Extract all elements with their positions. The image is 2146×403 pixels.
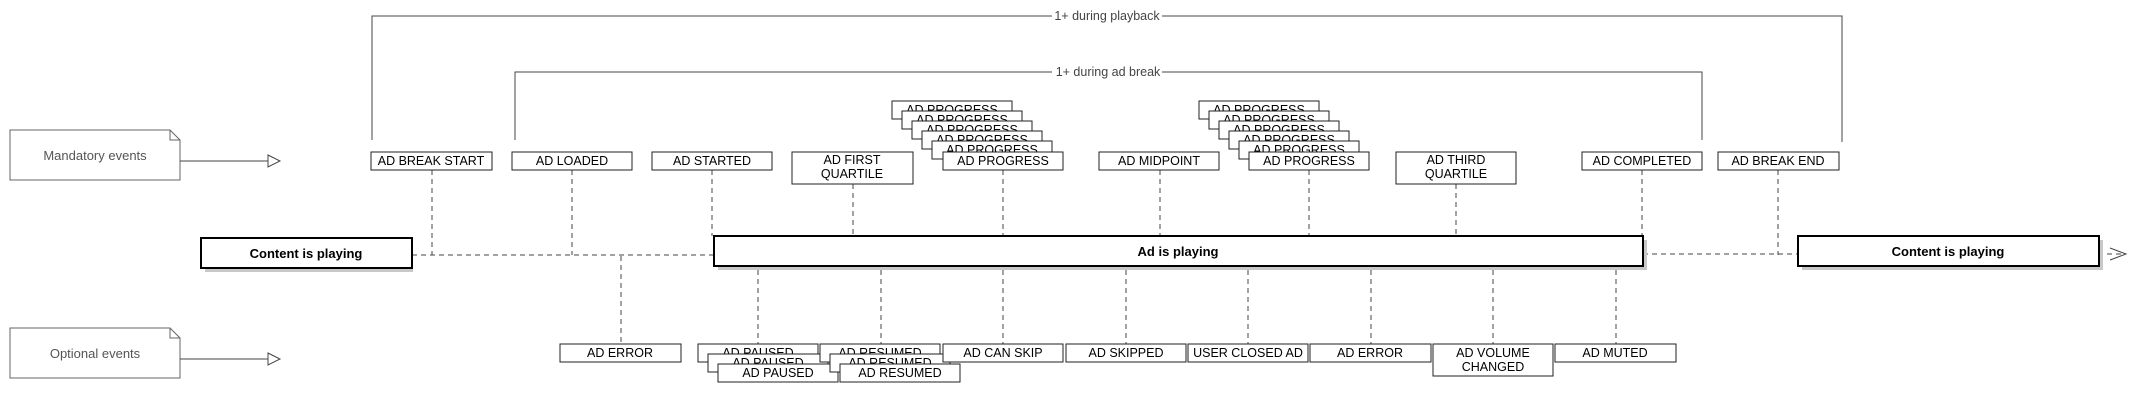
event-ad-third-quartile: AD THIRD QUARTILE bbox=[1395, 151, 1517, 185]
optional-events-note: Optional events bbox=[9, 327, 181, 379]
content-playing-label-left: Content is playing bbox=[250, 246, 363, 261]
event-ad-paused-stack: AD PAUSED AD PAUSED AD PAUSED bbox=[697, 343, 839, 383]
event-ad-error-1: AD ERROR bbox=[559, 343, 682, 363]
event-ad-break-start-label: AD BREAK START bbox=[378, 154, 485, 168]
event-ad-first-quartile-line1: AD FIRST bbox=[824, 153, 881, 167]
event-ad-third-quartile-line1: AD THIRD bbox=[1427, 153, 1486, 167]
event-ad-completed: AD COMPLETED bbox=[1581, 151, 1703, 171]
event-user-closed-ad: USER CLOSED AD bbox=[1187, 343, 1309, 363]
event-ad-break-end: AD BREAK END bbox=[1717, 151, 1840, 171]
mandatory-events-note: Mandatory events bbox=[9, 129, 181, 181]
event-ad-third-quartile-line2: QUARTILE bbox=[1425, 167, 1487, 181]
mandatory-events-label: Mandatory events bbox=[43, 148, 147, 163]
stack-label: AD PROGRESS bbox=[1263, 154, 1355, 168]
event-ad-break-end-label: AD BREAK END bbox=[1731, 154, 1824, 168]
event-user-closed-ad-label: USER CLOSED AD bbox=[1193, 346, 1303, 360]
event-ad-started-label: AD STARTED bbox=[673, 154, 751, 168]
stack-label: AD RESUMED bbox=[858, 366, 941, 380]
event-ad-break-start: AD BREAK START bbox=[370, 151, 493, 171]
mandatory-arrow bbox=[180, 154, 282, 168]
event-ad-midpoint: AD MIDPOINT bbox=[1098, 151, 1220, 171]
brace-ad-break-label: 1+ during ad break bbox=[1056, 65, 1161, 79]
event-ad-progress-stack-1: AD PROGRESS AD PROGRESS AD PROGRESS AD P… bbox=[891, 100, 1064, 171]
stack-label: AD PROGRESS bbox=[957, 154, 1049, 168]
event-ad-loaded: AD LOADED bbox=[511, 151, 633, 171]
event-ad-error-1-label: AD ERROR bbox=[587, 346, 653, 360]
event-ad-can-skip-label: AD CAN SKIP bbox=[963, 346, 1042, 360]
ad-playing-bar: Ad is playing bbox=[713, 235, 1647, 270]
event-ad-completed-label: AD COMPLETED bbox=[1593, 154, 1692, 168]
content-playing-bar-right: Content is playing bbox=[1797, 235, 2103, 270]
content-playing-label-right: Content is playing bbox=[1892, 244, 2005, 259]
brace-during-playback: 1+ during playback bbox=[371, 9, 1843, 142]
stack-label: AD PAUSED bbox=[742, 366, 813, 380]
event-ad-first-quartile: AD FIRST QUARTILE bbox=[791, 151, 914, 185]
event-ad-volume-changed-line2: CHANGED bbox=[1462, 360, 1525, 374]
event-ad-error-2-label: AD ERROR bbox=[1337, 346, 1403, 360]
event-ad-loaded-label: AD LOADED bbox=[536, 154, 608, 168]
event-ad-error-2: AD ERROR bbox=[1309, 343, 1432, 363]
event-ad-skipped-label: AD SKIPPED bbox=[1088, 346, 1163, 360]
ad-playing-label: Ad is playing bbox=[1138, 244, 1219, 259]
brace-playback-label: 1+ during playback bbox=[1054, 9, 1160, 23]
event-ad-started: AD STARTED bbox=[651, 151, 773, 171]
event-ad-first-quartile-line2: QUARTILE bbox=[821, 167, 883, 181]
event-ad-volume-changed: AD VOLUME CHANGED bbox=[1432, 343, 1554, 377]
event-ad-muted-label: AD MUTED bbox=[1582, 346, 1647, 360]
optional-arrow bbox=[180, 352, 282, 366]
brace-during-ad-break: 1+ during ad break bbox=[514, 65, 1703, 140]
connectors bbox=[412, 170, 2124, 345]
content-playing-bar-left: Content is playing bbox=[200, 237, 413, 272]
event-ad-volume-changed-line1: AD VOLUME bbox=[1456, 346, 1530, 360]
event-ad-midpoint-label: AD MIDPOINT bbox=[1118, 154, 1200, 168]
optional-events-label: Optional events bbox=[50, 346, 141, 361]
timeline-arrowhead bbox=[2109, 247, 2128, 261]
event-ad-progress-stack-2: AD PROGRESS AD PROGRESS AD PROGRESS AD P… bbox=[1198, 100, 1370, 171]
event-ad-resumed-stack: AD RESUMED AD RESUMED AD RESUMED bbox=[819, 343, 961, 383]
event-ad-skipped: AD SKIPPED bbox=[1065, 343, 1187, 363]
event-ad-muted: AD MUTED bbox=[1554, 343, 1677, 363]
event-ad-can-skip: AD CAN SKIP bbox=[942, 343, 1064, 363]
